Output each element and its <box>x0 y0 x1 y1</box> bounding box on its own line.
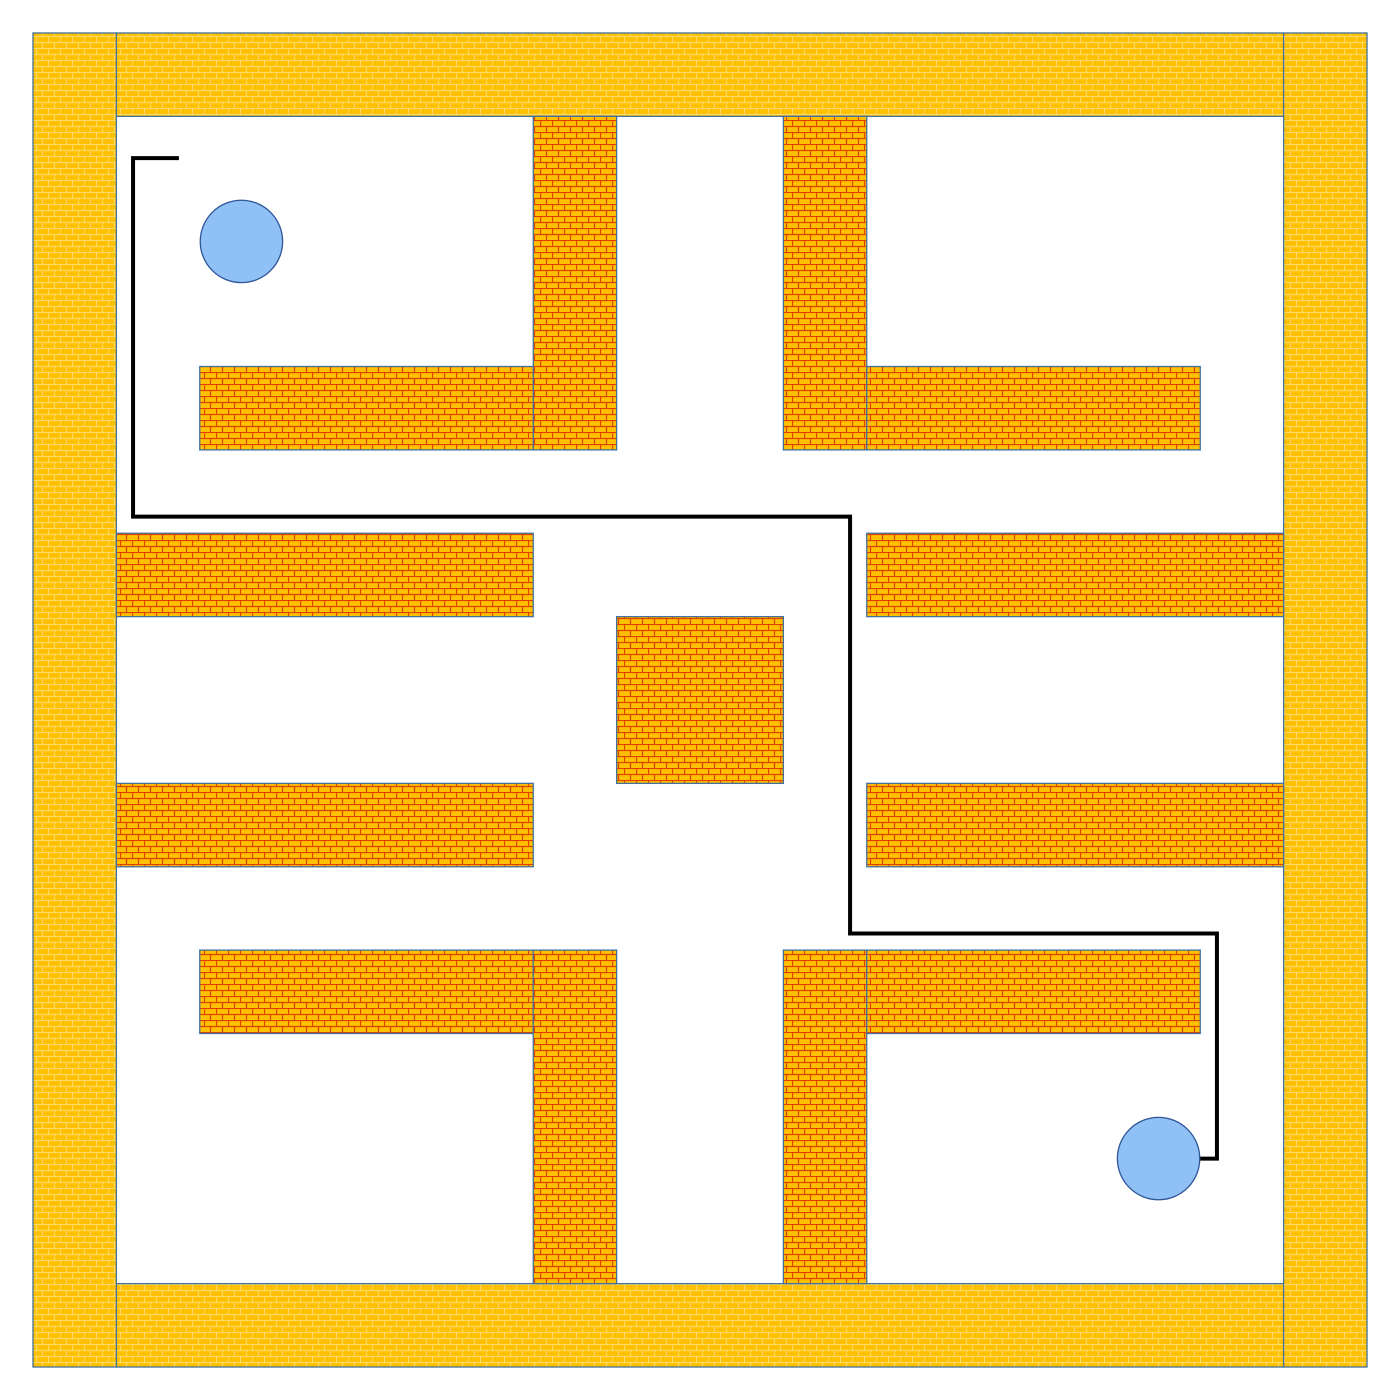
outer-wall-top <box>115 32 1285 118</box>
inner-walls <box>115 115 1285 1285</box>
inner-wall-bl-horizontal <box>199 949 534 1035</box>
outer-wall-left <box>32 32 118 1368</box>
inner-wall-mr-upper <box>866 532 1285 618</box>
inner-wall-tl-horizontal <box>199 365 534 451</box>
start-marker[interactable] <box>199 199 284 284</box>
outer-walls <box>32 32 1368 1368</box>
inner-wall-center-block <box>615 615 785 785</box>
outer-wall-bottom <box>115 1282 1285 1368</box>
solution-path <box>131 156 1219 1161</box>
solution-path-layer <box>131 156 1219 1161</box>
end-marker[interactable] <box>1116 1116 1201 1201</box>
inner-wall-ml-lower <box>115 782 534 868</box>
markers-layer <box>199 199 1201 1201</box>
inner-wall-tl-vertical <box>532 115 618 451</box>
inner-wall-ml-upper <box>115 532 534 618</box>
inner-wall-bl-vertical <box>532 949 618 1285</box>
inner-wall-mr-lower <box>866 782 1285 868</box>
inner-wall-br-horizontal <box>866 949 1201 1035</box>
inner-wall-br-vertical <box>782 949 868 1285</box>
inner-wall-tr-vertical <box>782 115 868 451</box>
inner-wall-tr-horizontal <box>866 365 1201 451</box>
outer-wall-right <box>1282 32 1368 1368</box>
